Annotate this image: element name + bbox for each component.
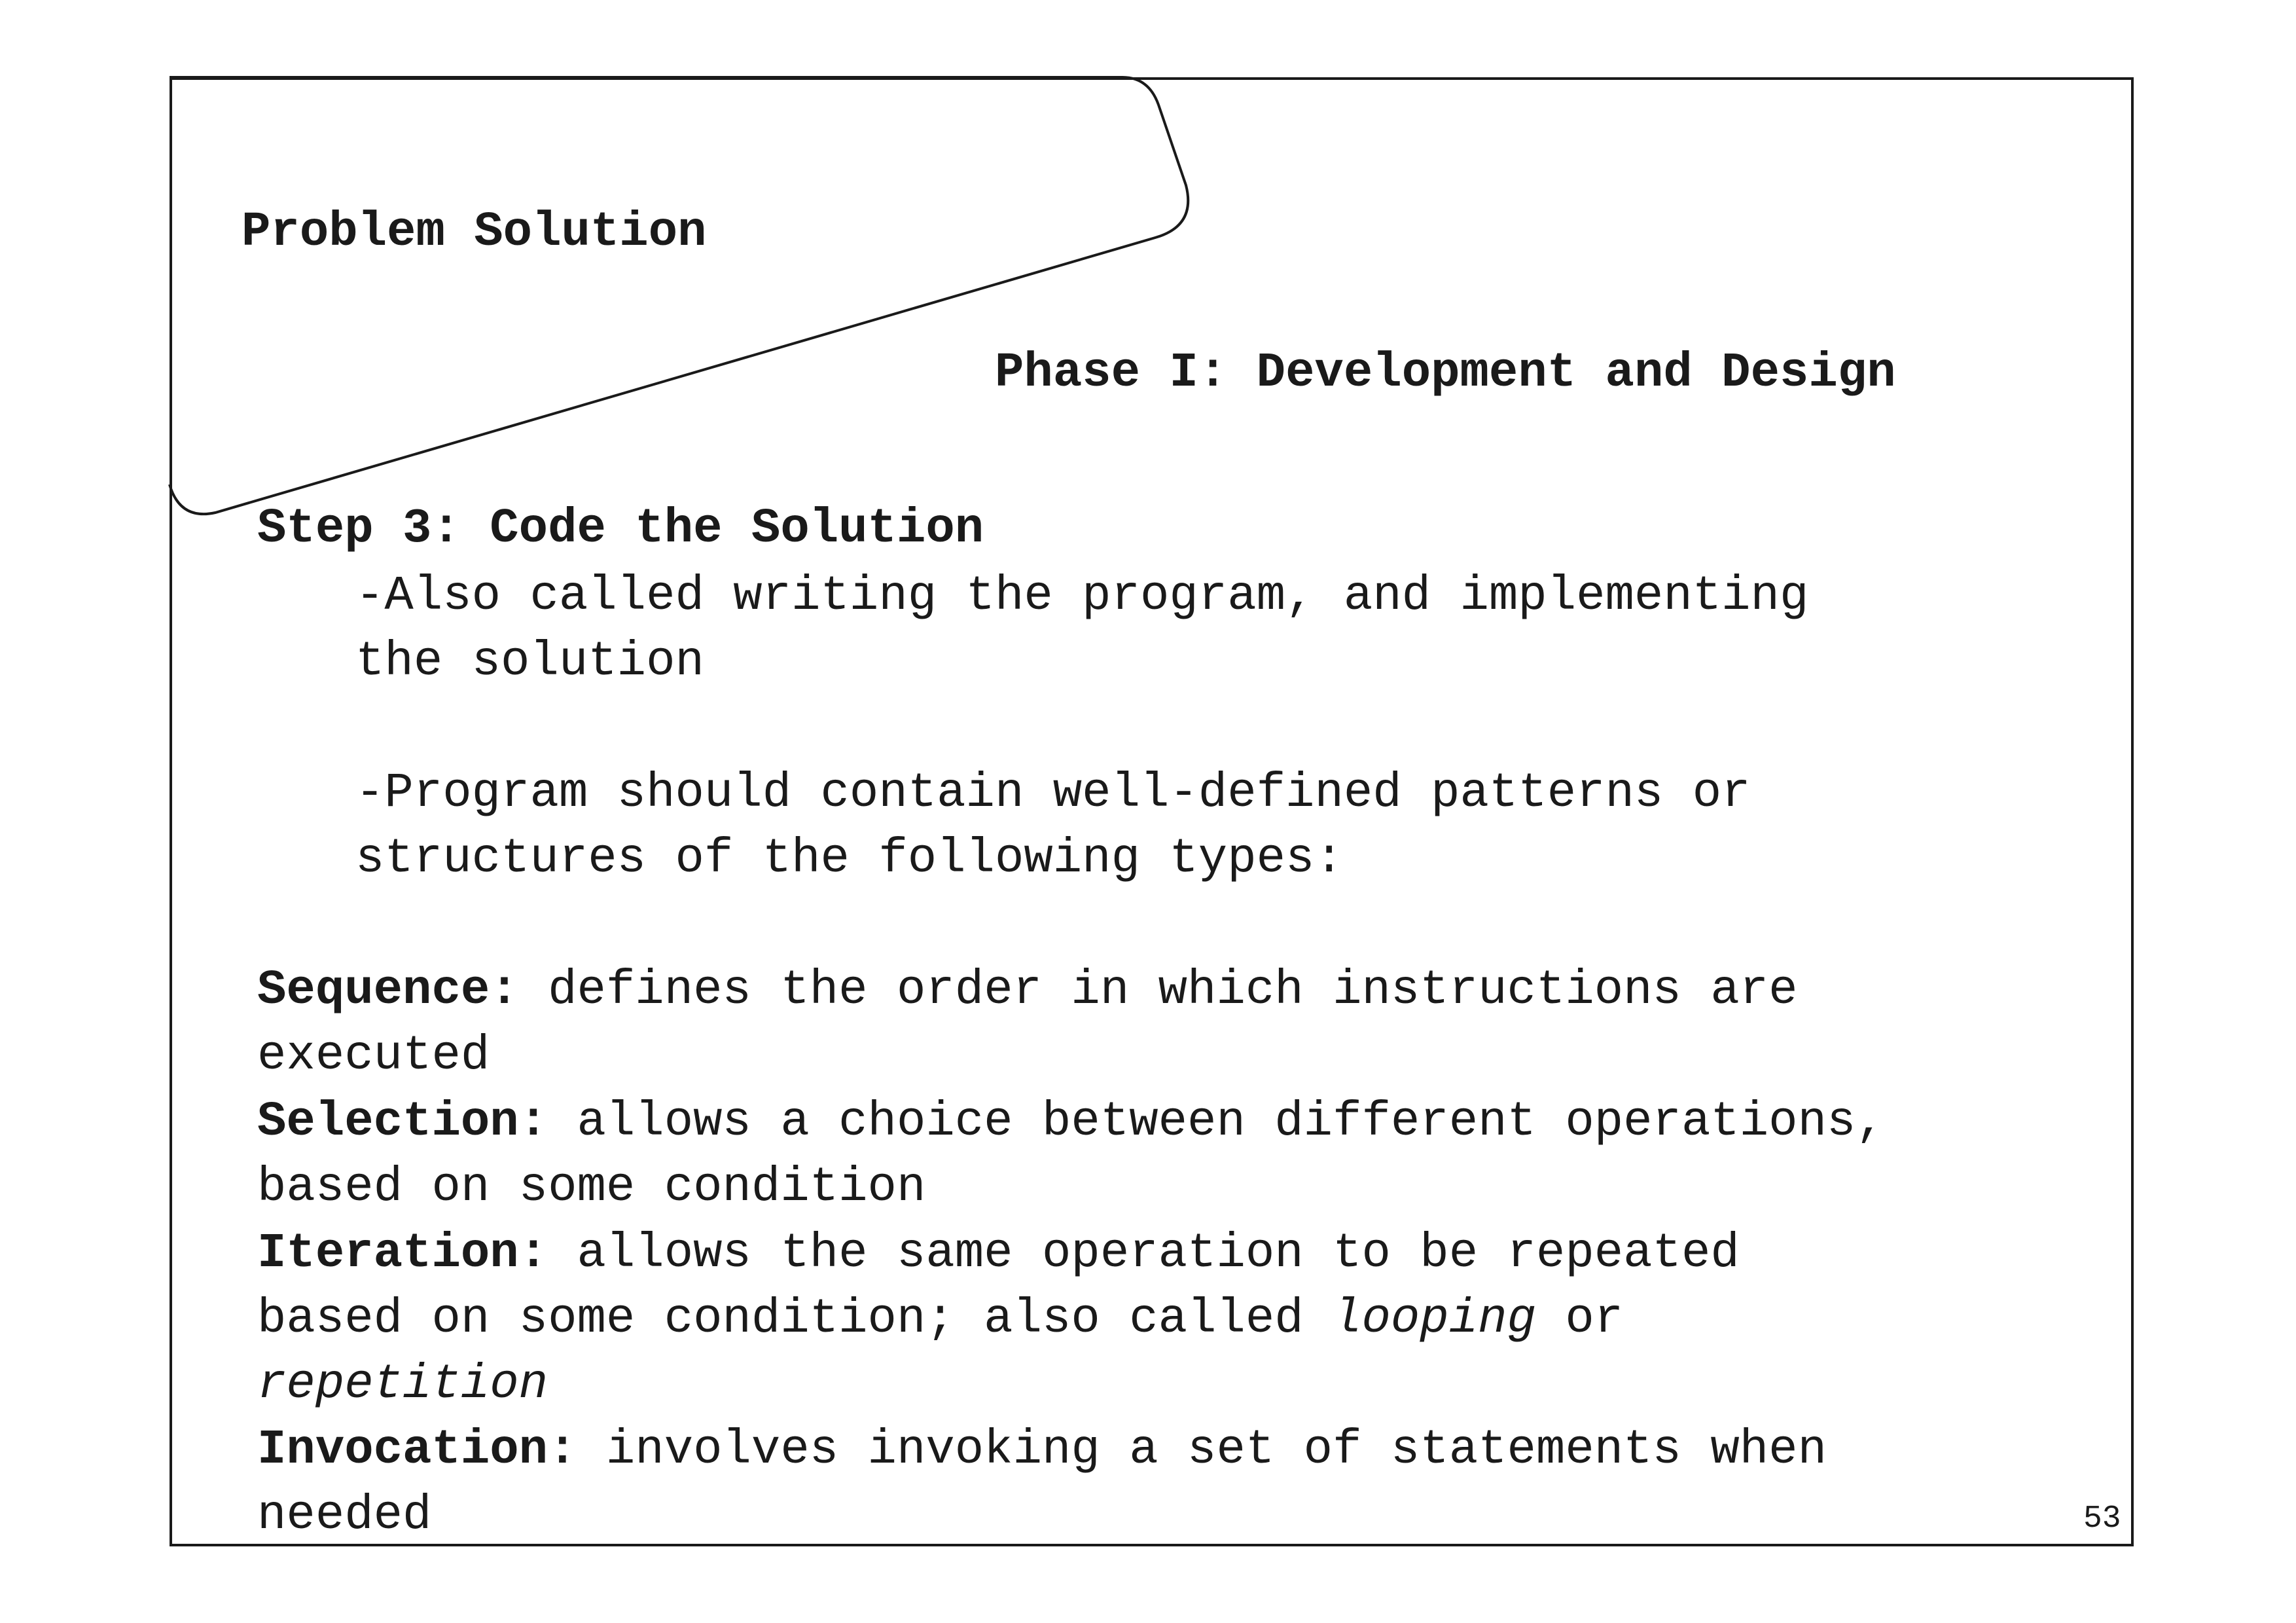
bullet-2-line-2: structures of the following types:	[355, 831, 1344, 886]
bullet-1-line-2: the solution	[355, 634, 704, 689]
definition-text: or	[1535, 1292, 1624, 1347]
emphasis-looping: looping	[1333, 1292, 1536, 1347]
bullet-1-line-1: -Also called writing the program, and im…	[355, 569, 1809, 624]
section-title: Problem Solution	[242, 205, 707, 260]
definition-selection-continued: based on some condition	[257, 1160, 926, 1215]
phase-title: Phase I: Development and Design	[995, 346, 1896, 401]
definition-iteration: Iteration: allows the same operation to …	[257, 1230, 1740, 1278]
definition-iteration-continued: based on some condition; also called loo…	[257, 1295, 1623, 1343]
definition-text: allows a choice between different operat…	[548, 1095, 1885, 1150]
definition-term: Invocation:	[257, 1423, 577, 1478]
emphasis-repetition: repetition	[257, 1357, 548, 1412]
definition-term: Selection:	[257, 1095, 548, 1150]
bullet-2-line-1: -Program should contain well-defined pat…	[355, 766, 1751, 821]
definition-text: involves invoking a set of statements wh…	[577, 1423, 1827, 1478]
definition-text: defines the order in which instructions …	[518, 963, 1798, 1018]
definition-text: based on some condition; also called	[257, 1292, 1333, 1347]
definition-text: allows the same operation to be repeated	[548, 1226, 1740, 1281]
definition-selection: Selection: allows a choice between diffe…	[257, 1098, 1885, 1146]
page-number: 53	[2083, 1501, 2121, 1537]
definition-sequence: Sequence: defines the order in which ins…	[257, 966, 1798, 1015]
definition-term: Iteration:	[257, 1226, 548, 1281]
definition-invocation-continued: needed	[257, 1488, 432, 1543]
definition-invocation: Invocation: involves invoking a set of s…	[257, 1426, 1827, 1474]
definition-term: Sequence:	[257, 963, 519, 1018]
definition-sequence-continued: executed	[257, 1029, 490, 1084]
step-heading: Step 3: Code the Solution	[257, 501, 984, 556]
